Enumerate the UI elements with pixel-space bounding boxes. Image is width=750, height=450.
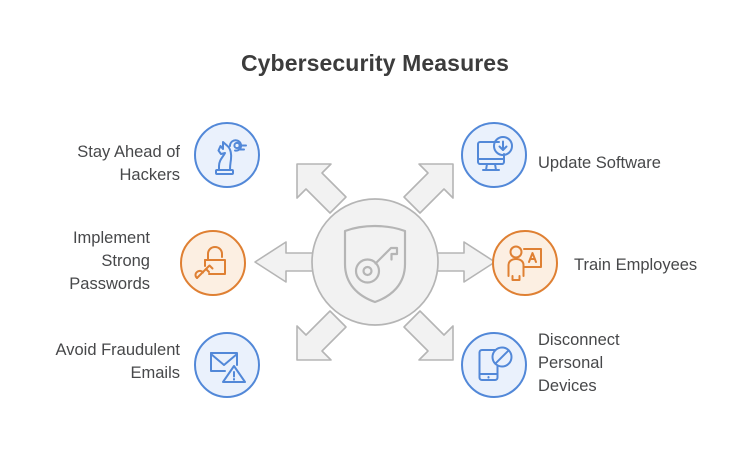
node-implement-strong-passwords[interactable] [180,230,246,296]
hub-arrow-down-left [296,310,347,361]
page-title: Cybersecurity Measures [240,50,510,76]
chess-knight-strategy-icon [215,139,247,175]
label-train-employees: Train Employees [574,256,698,274]
node-update-software[interactable] [461,122,527,188]
central-hub [245,132,505,392]
node-avoid-fraudulent-emails[interactable] [194,332,260,398]
padlock-key-icon [194,246,226,279]
phone-prohibited-icon [478,346,513,381]
label-implement-strong-passwords: Implement Strong Passwords [69,229,150,293]
node-train-employees[interactable] [492,230,558,296]
label-disconnect-personal-devices: Disconnect Personal Devices [538,331,620,395]
monitor-download-icon [477,136,513,171]
hub-arrow-up-right [403,163,454,214]
node-disconnect-personal-devices[interactable] [461,332,527,398]
person-whiteboard-icon [507,245,542,281]
shield-key-icon [343,224,407,304]
label-stay-ahead-of-hackers: Stay Ahead of Hackers [77,143,180,184]
node-stay-ahead-of-hackers[interactable] [194,122,260,188]
envelope-warning-icon [210,352,246,383]
label-update-software: Update Software [538,154,661,172]
label-avoid-fraudulent-emails: Avoid Fraudulent Emails [55,341,180,382]
hub-graphic [254,163,496,361]
hub-arrow-down-right [403,310,454,361]
hub-arrow-up-left [296,163,347,214]
